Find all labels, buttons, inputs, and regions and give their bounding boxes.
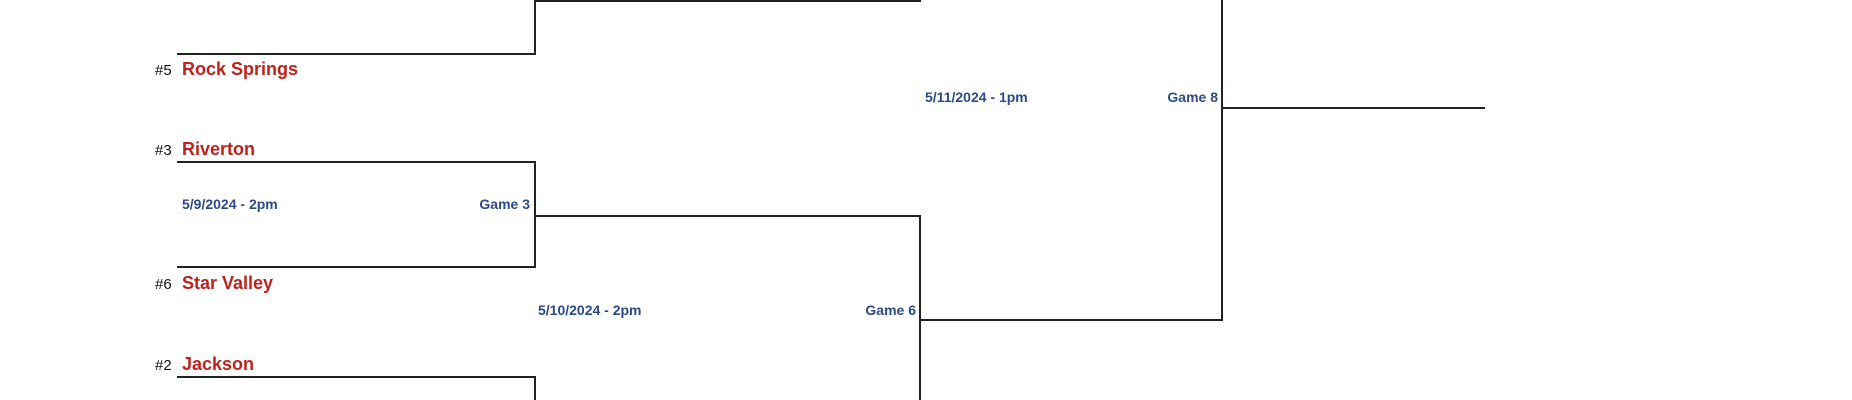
game-label: Game 8 — [1167, 89, 1218, 105]
team-name[interactable]: Rock Springs — [182, 59, 299, 79]
team-name[interactable]: Riverton — [182, 139, 256, 159]
bracket-line — [177, 53, 536, 55]
bracket-line — [920, 319, 1222, 321]
bracket-line — [534, 161, 536, 268]
team-seed: #3 — [155, 142, 172, 159]
game-date: 5/10/2024 - 2pm — [538, 302, 642, 318]
bracket-line — [534, 0, 536, 55]
bracket-line — [535, 0, 921, 2]
bracket-line — [177, 161, 536, 163]
team-seed: #6 — [155, 276, 172, 293]
team-name[interactable]: Jackson — [182, 354, 255, 374]
bracket-line — [534, 376, 536, 400]
game-date: 5/11/2024 - 1pm — [925, 89, 1028, 105]
game-label: Game 6 — [865, 302, 916, 318]
game-date: 5/9/2024 - 2pm — [182, 196, 278, 212]
bracket-line — [1222, 107, 1485, 109]
bracket-line — [535, 215, 921, 217]
bracket-line — [177, 266, 536, 268]
game-label: Game 3 — [479, 196, 530, 212]
bracket-line — [1221, 0, 1223, 321]
team-seed: #5 — [155, 62, 172, 79]
bracket-line — [177, 376, 536, 378]
team-seed: #2 — [155, 357, 172, 374]
bracket-line — [919, 215, 921, 400]
team-name[interactable]: Star Valley — [182, 273, 274, 293]
